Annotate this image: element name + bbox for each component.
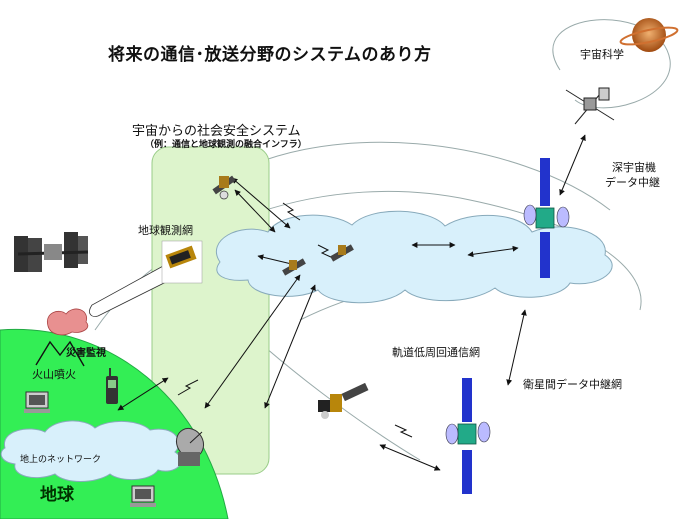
earth-label: 地球 (40, 485, 74, 505)
computer-icon-2 (130, 485, 156, 507)
leo-satellite-lower-icon (318, 382, 369, 419)
network-satellites (282, 244, 354, 276)
iss-icon (14, 232, 89, 272)
ground-network-label: 地上のネットワーク (20, 455, 102, 465)
dish-antenna-icon (175, 427, 205, 466)
deep-space-relay-label-2: データ中継 (605, 176, 660, 189)
volcanic-eruption-label: 火山噴火 (32, 368, 76, 381)
space-network-cloud (216, 210, 613, 304)
disaster-monitoring-label: 災害監視 (66, 348, 106, 359)
intersatellite-relay-label: 衛星間データ中継網 (523, 378, 622, 391)
social-safety-system-label: 宇宙からの社会安全システム (132, 124, 301, 139)
computer-icon (24, 391, 50, 413)
communication-links (117, 134, 586, 471)
leo-satellite-icon (212, 175, 236, 200)
observation-beam (89, 264, 171, 317)
mobile-phone-icon (106, 368, 118, 404)
earth-observation-network-label: 地球観測網 (138, 224, 193, 237)
orbit-low-network-label: 軌道低周回通信網 (392, 346, 480, 359)
relay-satellite-lower-icon (445, 378, 491, 494)
observation-satellite-icon (161, 240, 203, 284)
space-probe-icon (565, 87, 615, 125)
deep-space-relay-label-1: 深宇宙機 (612, 161, 656, 174)
space-science-label: 宇宙科学 (580, 48, 624, 61)
volcano-icon (35, 308, 89, 367)
social-safety-example-label: （例：通信と地球観測の融合インフラ） (145, 140, 307, 150)
relay-satellite-icon (523, 158, 570, 278)
wireless-zigzags (177, 202, 413, 438)
page-title: 将来の通信･放送分野のシステムのあり方 (108, 45, 432, 65)
saturn-icon (619, 18, 679, 52)
